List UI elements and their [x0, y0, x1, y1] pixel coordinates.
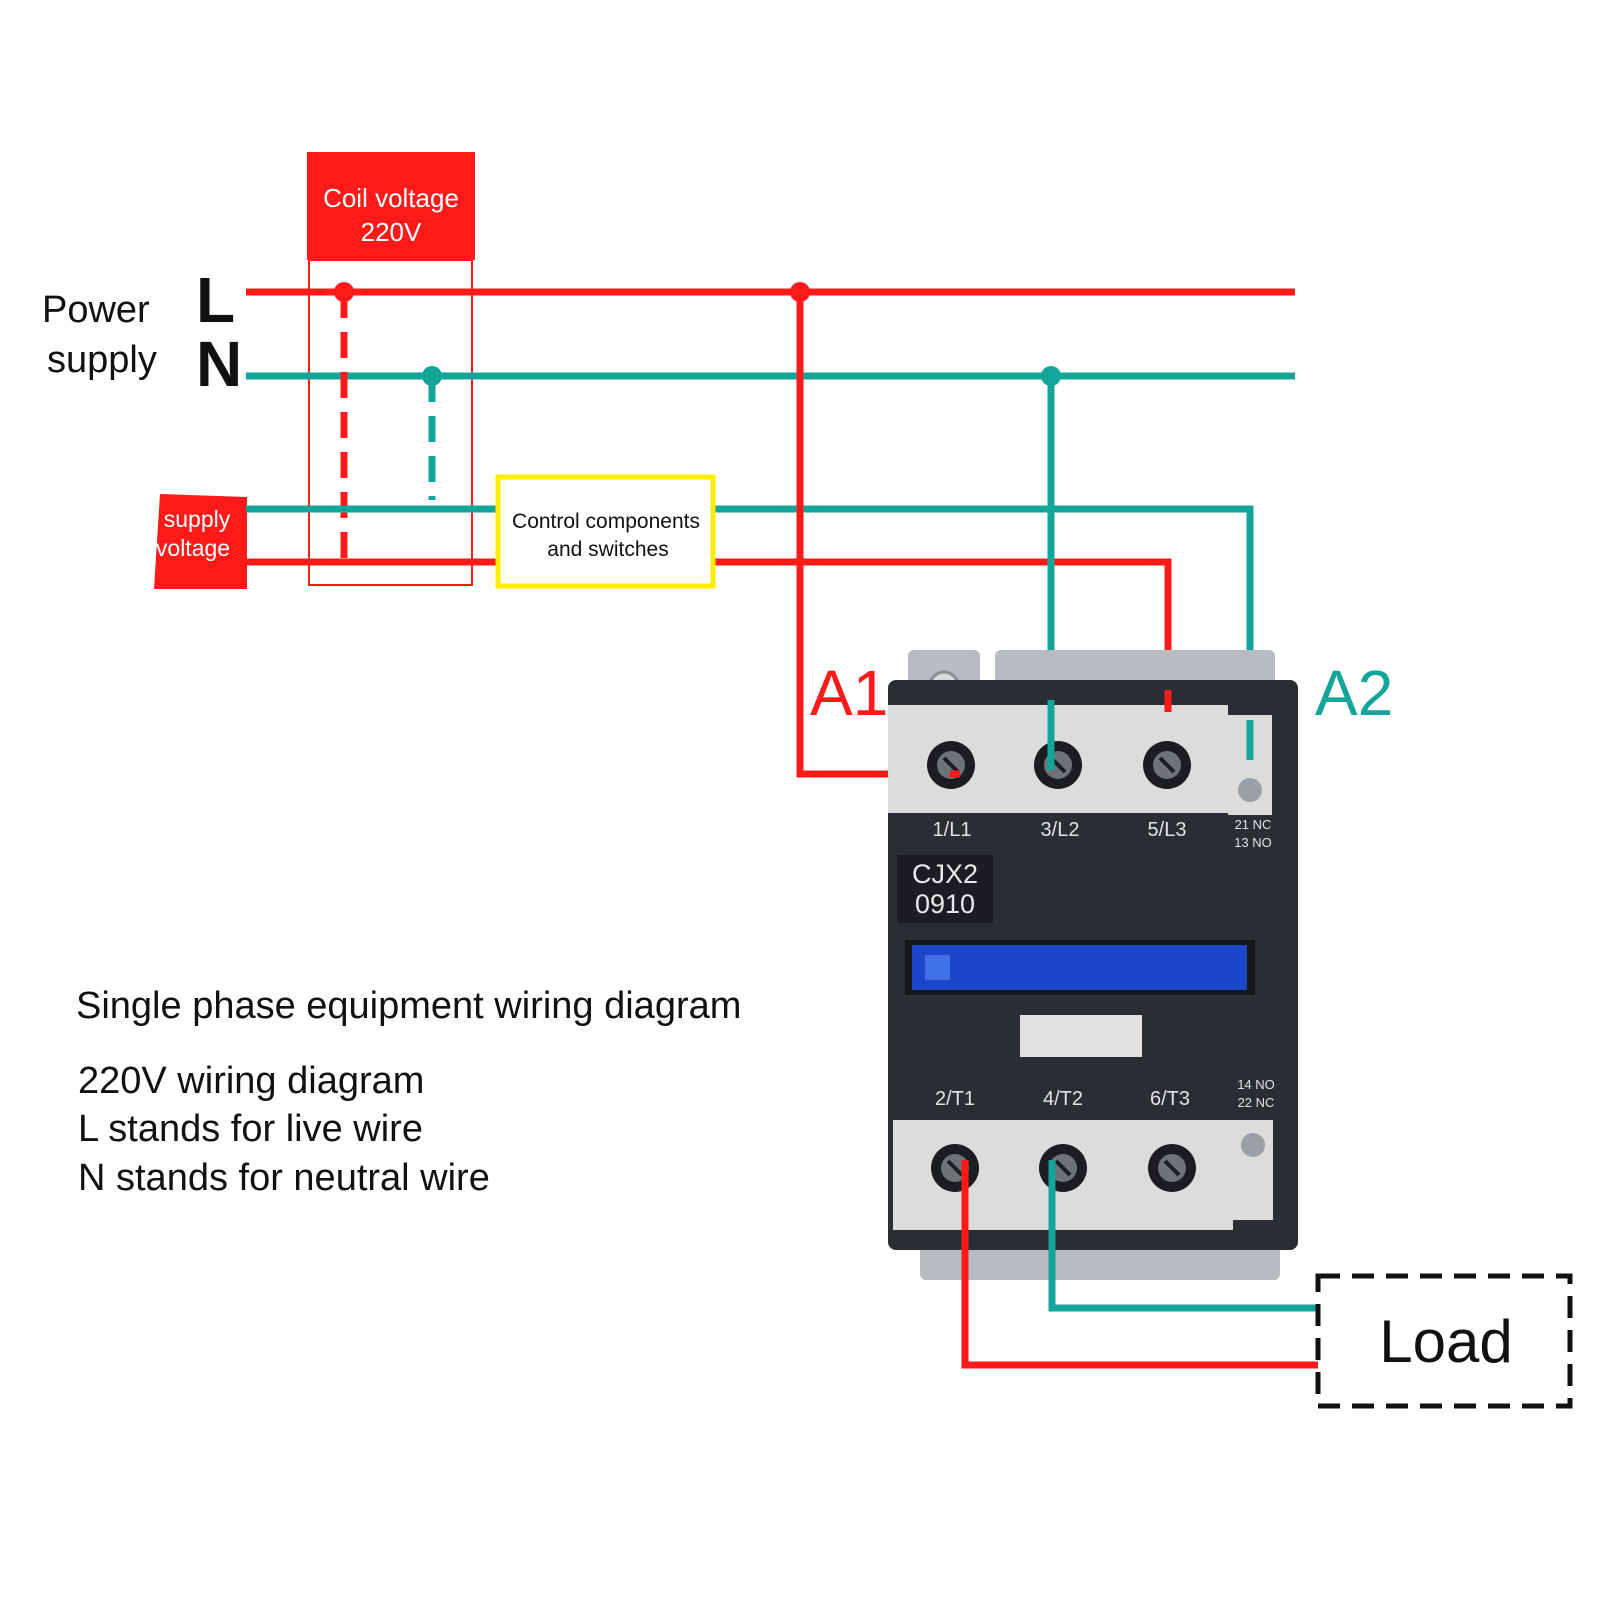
aux-label-21nc: 21 NC: [1235, 817, 1272, 832]
top-screw-l2: [1034, 741, 1082, 789]
supply-voltage-tag: supply voltage: [154, 494, 247, 589]
top-screw-l1: [927, 741, 975, 789]
terminal-label-6t3: 6/T3: [1150, 1088, 1190, 1110]
t2-to-load-wire: [1048, 1160, 1318, 1312]
supply-voltage-line1: supply: [164, 506, 231, 532]
bottom-screw-t3: [1148, 1144, 1196, 1192]
supply-voltage-line2: voltage: [156, 535, 230, 561]
control-components-box: Control components and switches: [495, 474, 716, 589]
caption: Single phase equipment wiring diagram 22…: [76, 985, 741, 1199]
neutral-letter: N: [196, 328, 242, 400]
model-line2: 0910: [915, 889, 975, 919]
terminal-label-3l2: 3/L2: [1041, 819, 1080, 841]
load-frame: [1315, 1273, 1573, 1409]
model-plate: [897, 855, 993, 923]
aux-label-22nc: 22 NC: [1238, 1095, 1275, 1110]
caption-line3: N stands for neutral wire: [78, 1157, 490, 1199]
label-patch: [1020, 1015, 1142, 1057]
terminal-label-1l1: 1/L1: [933, 819, 972, 841]
power-supply-label: Power supply L N: [42, 264, 242, 400]
a2-label: A2: [1315, 657, 1393, 729]
bottom-screw-t2: [1039, 1144, 1087, 1192]
power-label: Power: [42, 289, 150, 331]
supply-voltage-box: [154, 494, 247, 589]
a1-label: A1: [810, 657, 888, 729]
bottom-aux-screw: [1241, 1133, 1265, 1157]
coil-voltage-callout: Coil voltage 220V: [307, 152, 475, 586]
terminal-label-2t1: 2/T1: [935, 1088, 975, 1110]
bottom-screw-t1: [931, 1144, 979, 1192]
caption-line1: 220V wiring diagram: [78, 1060, 424, 1102]
contactor: 1/L1 3/L2 5/L3 21 NC 13 NO CJX2 0910 2/T…: [888, 650, 1298, 1280]
terminal-label-4t2: 4/T2: [1043, 1088, 1083, 1110]
top-screw-l3: [1143, 741, 1191, 789]
control-box-line2: and switches: [547, 538, 668, 561]
caption-line2: L stands for live wire: [78, 1108, 423, 1150]
control-box-line1: Control components: [512, 510, 700, 533]
supply-label: supply: [47, 339, 157, 381]
coil-voltage-box: [307, 152, 475, 260]
armature-tab: [925, 955, 950, 980]
aux-label-13no: 13 NO: [1234, 835, 1272, 850]
load-label: Load: [1379, 1308, 1512, 1375]
terminal-label-5l3: 5/L3: [1148, 819, 1187, 841]
armature-indicator: [912, 945, 1247, 990]
model-line1: CJX2: [912, 859, 978, 889]
aux-label-14no: 14 NO: [1237, 1077, 1275, 1092]
caption-title: Single phase equipment wiring diagram: [76, 985, 741, 1027]
coil-voltage-line1: Coil voltage: [323, 183, 459, 213]
coil-voltage-region: [308, 259, 473, 586]
live-letter: L: [196, 264, 235, 336]
load-box: Load: [1315, 1273, 1573, 1409]
control-box-frame: [495, 474, 716, 589]
t1-to-load-wire: [961, 1160, 1318, 1369]
coil-voltage-line2: 220V: [361, 217, 422, 247]
top-aux-screw: [1238, 778, 1262, 802]
